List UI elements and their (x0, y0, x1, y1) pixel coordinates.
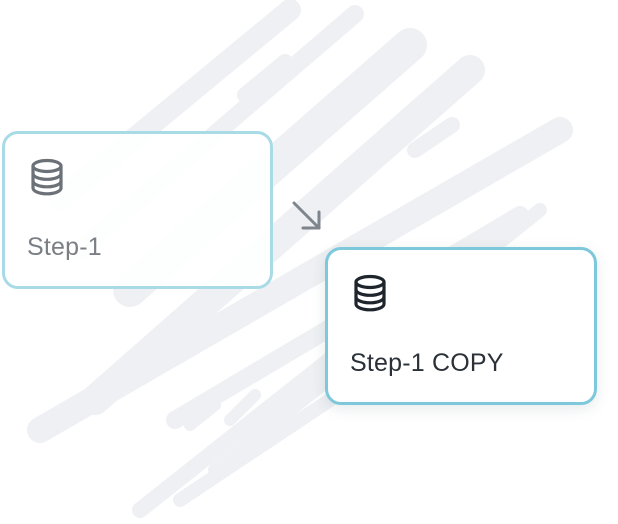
database-icon (354, 274, 386, 312)
database-icon (31, 158, 63, 196)
node-step-1[interactable]: Step-1 (2, 131, 273, 289)
node-step-1-copy[interactable]: Step-1 COPY (325, 247, 597, 405)
node-label: Step-1 COPY (350, 349, 504, 377)
node-label: Step-1 (27, 233, 102, 261)
arrow-down-right-icon (292, 201, 321, 230)
